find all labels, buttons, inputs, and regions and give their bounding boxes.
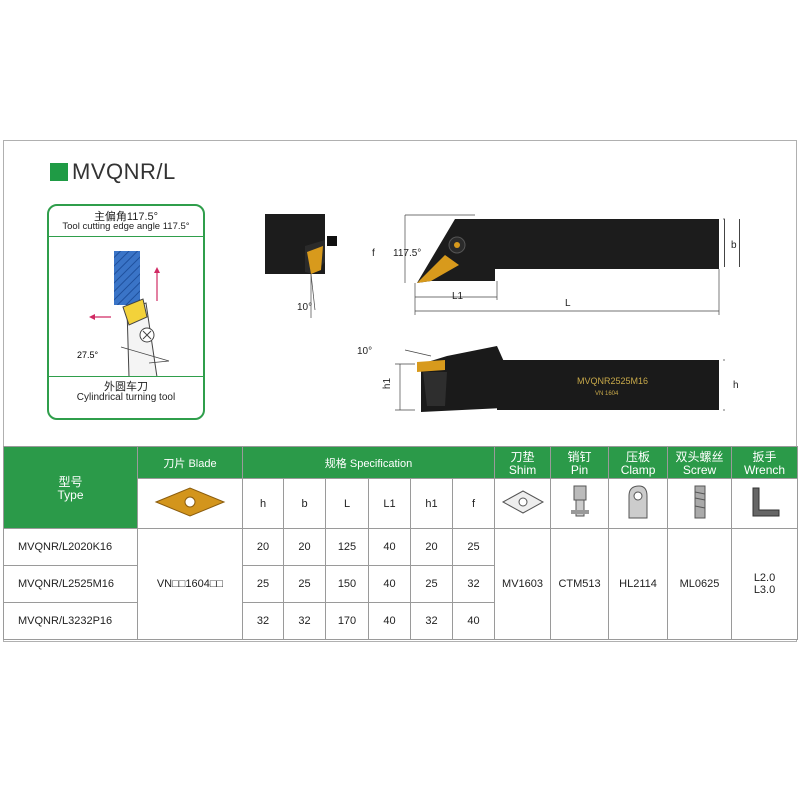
table-cell: 40 xyxy=(451,602,496,640)
wrench-image xyxy=(731,478,799,529)
dim-b: b xyxy=(731,240,737,251)
table-cell: 32 xyxy=(451,565,496,603)
top-view-drawing xyxy=(404,214,725,315)
pin-image xyxy=(550,478,610,529)
insert xyxy=(122,298,148,326)
side-view-drawing: MVQNR2525M16 VN 1604 xyxy=(395,346,725,412)
table-cell: 25 xyxy=(451,528,496,566)
title-text: MVQNR/L xyxy=(72,159,176,184)
shank-submarking: VN 1604 xyxy=(595,391,619,397)
angle-panel: 主偏角117.5° Tool cutting edge angle 117.5°… xyxy=(47,204,205,420)
lead-angle: 117.5° xyxy=(393,248,422,259)
table-cell: 20 xyxy=(242,528,284,566)
dim-L: L xyxy=(565,298,571,309)
table-cell: 40 xyxy=(368,528,411,566)
shank-marking: MVQNR2525M16 xyxy=(577,376,648,386)
table-cell: 150 xyxy=(325,565,369,603)
page-title: MVQNR/L xyxy=(50,159,176,184)
dim-h1: h1 xyxy=(382,377,394,390)
screw-image xyxy=(667,478,733,529)
screw-cell: ML0625 xyxy=(667,528,733,640)
spec-col-header: b xyxy=(283,478,326,529)
blade-cell: VN□□1604□□ xyxy=(137,528,243,640)
table-cell: 32 xyxy=(283,602,326,640)
table-row-type: MVQNR/L3232P16 xyxy=(3,602,138,640)
table-cell: 40 xyxy=(368,602,411,640)
infeed-arrow-head xyxy=(89,314,95,320)
spec-col-header: L1 xyxy=(368,478,411,529)
table-cell: 20 xyxy=(283,528,326,566)
title-marker xyxy=(50,163,68,181)
bottom-caption-en: Cylindrical turning tool xyxy=(76,392,176,403)
spec-col-header: h1 xyxy=(410,478,453,529)
insert-end xyxy=(307,246,323,274)
table-cell: 170 xyxy=(325,602,369,640)
divider xyxy=(49,236,203,237)
table-cell: 25 xyxy=(242,565,284,603)
clamp-image xyxy=(608,478,669,529)
angle-label: 27.5° xyxy=(77,350,99,360)
table-row-type: MVQNR/L2525M16 xyxy=(3,565,138,603)
table-cell: 125 xyxy=(325,528,369,566)
divider xyxy=(49,376,203,377)
workpiece xyxy=(114,251,140,305)
angle-caption-cn: 主偏角117.5° xyxy=(93,211,159,223)
table-cell: 20 xyxy=(410,528,453,566)
end-view-drawing xyxy=(265,214,337,318)
dim-h: h xyxy=(733,380,739,391)
feed-arrow-head xyxy=(154,267,160,273)
shim-image xyxy=(494,478,552,529)
dim-f: f xyxy=(372,248,375,259)
shim-cell: MV1603 xyxy=(494,528,552,640)
end-view-angle: 10° xyxy=(297,302,313,313)
angle-caption-en: Tool cutting edge angle 117.5° xyxy=(62,221,190,232)
bottom-caption-cn: 外圆车刀 xyxy=(104,381,148,393)
wrench-size: L2.0 xyxy=(753,572,776,584)
wrench-size: L3.0 xyxy=(753,584,776,596)
table-cell: 32 xyxy=(242,602,284,640)
dim-b-line xyxy=(724,219,725,267)
spec-col-header: h xyxy=(242,478,284,529)
spec-col-header: L xyxy=(325,478,369,529)
table-cell: 25 xyxy=(283,565,326,603)
blade-image xyxy=(137,478,243,529)
turning-diagram: 27.5° xyxy=(77,251,170,377)
spec-col-header: f xyxy=(451,478,496,529)
side-view-angle: 10° xyxy=(357,346,373,357)
shank-side xyxy=(497,360,719,410)
header-spec: 规格 Specification xyxy=(241,446,496,479)
table-cell: 32 xyxy=(410,602,453,640)
table-cell: 25 xyxy=(410,565,453,603)
table-cell: 40 xyxy=(368,565,411,603)
insert-top xyxy=(417,255,459,283)
header-blade: 刀片 Blade xyxy=(137,446,243,479)
pin-cell: CTM513 xyxy=(550,528,610,640)
insert-side xyxy=(417,360,445,372)
table-row-type: MVQNR/L2020K16 xyxy=(3,528,138,566)
wrench-cell: L2.0 L3.0 xyxy=(731,528,799,640)
clamp-cell: HL2114 xyxy=(608,528,669,640)
dim-L1: L1 xyxy=(452,291,464,302)
dim-b-line-2 xyxy=(739,219,740,267)
tool-shank-top xyxy=(485,219,719,269)
